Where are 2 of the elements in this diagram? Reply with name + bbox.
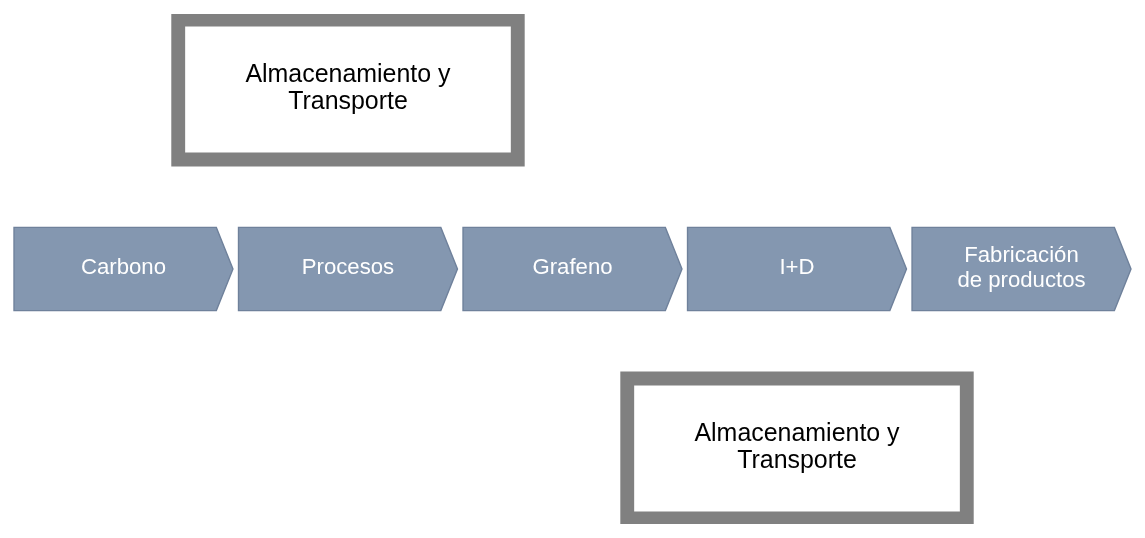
node-box: Almacenamiento y Transporte [171,14,525,167]
node-box: Almacenamiento y Transporte [620,371,974,524]
